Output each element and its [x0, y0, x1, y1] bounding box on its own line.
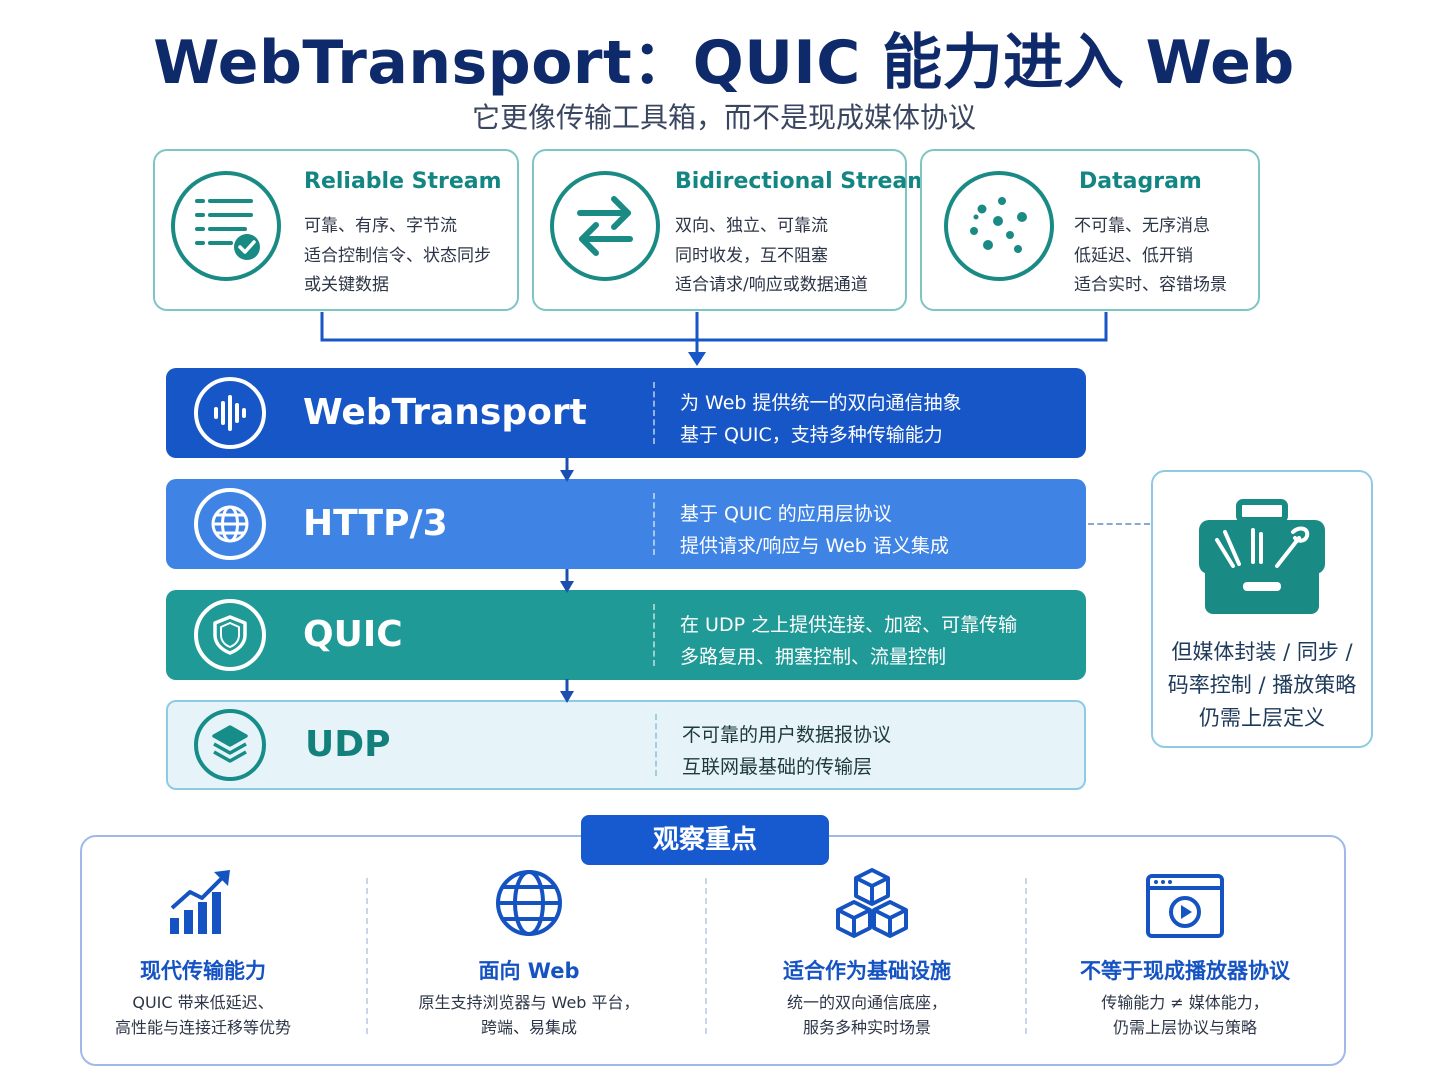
- observations-panel: [80, 835, 1346, 1066]
- layer-divider: [655, 714, 657, 776]
- mode-line: 低延迟、低开销: [1074, 246, 1193, 266]
- mode-card-bidirectional-stream: Bidirectional Stream 双向、独立、可靠流 同时收发，互不阻塞…: [532, 149, 930, 311]
- layers-icon: [194, 709, 266, 781]
- browser-play-icon: [1146, 874, 1224, 938]
- side-note-card: 但媒体封装 / 同步 / 码率控制 / 播放策略 仍需上层定义: [1151, 470, 1373, 748]
- modes-connector: [320, 312, 1108, 366]
- side-note-line: 但媒体封装 / 同步 /: [1171, 640, 1353, 664]
- globe-icon: [194, 488, 266, 560]
- side-note-line: 码率控制 / 播放策略: [1167, 673, 1357, 697]
- layer-divider: [653, 493, 655, 555]
- layer-http3: HTTP/3 基于 QUIC 的应用层协议 提供请求/响应与 Web 语义集成: [166, 479, 1086, 569]
- mode-line: 双向、独立、可靠流: [675, 216, 828, 236]
- mode-line: 适合实时、容错场景: [1074, 275, 1227, 295]
- observation-divider: [705, 878, 707, 1034]
- observation-divider: [1025, 878, 1027, 1034]
- layer-desc: 不可靠的用户数据报协议: [682, 724, 892, 746]
- observation-divider: [366, 878, 368, 1034]
- observation-title: 适合作为基础设施: [783, 959, 951, 983]
- observations-label: 观察重点: [581, 815, 829, 865]
- layer-udp: UDP 不可靠的用户数据报协议 互联网最基础的传输层: [166, 700, 1086, 790]
- observation-line: 原生支持浏览器与 Web 平台，: [418, 993, 640, 1012]
- observation-line: 传输能力 ≠ 媒体能力，: [1101, 993, 1269, 1012]
- mode-line: 同时收发，互不阻塞: [675, 246, 828, 266]
- observation-line: 服务多种实时场景: [802, 1018, 931, 1037]
- shield-icon: [194, 599, 266, 671]
- layer-name: WebTransport: [303, 392, 587, 433]
- layer-desc: 为 Web 提供统一的双向通信抽象: [680, 392, 962, 414]
- observation-title: 不等于现成播放器协议: [1080, 959, 1290, 983]
- mode-title: Bidirectional Stream: [675, 169, 931, 194]
- scatter-dots-icon: [944, 171, 1054, 281]
- observation-line: 统一的双向通信底座，: [786, 993, 947, 1012]
- globe-icon: [496, 870, 562, 936]
- observation-item: 适合作为基础设施 统一的双向通信底座， 服务多种实时场景: [740, 860, 994, 1050]
- observation-title: 现代传输能力: [140, 959, 266, 983]
- layer-desc: 互联网最基础的传输层: [682, 756, 873, 778]
- layer-desc: 多路复用、拥塞控制、流量控制: [680, 646, 947, 668]
- mode-line: 不可靠、无序消息: [1074, 216, 1210, 236]
- observation-line: 高性能与连接迁移等优势: [114, 1018, 291, 1037]
- bar-chart-trend-icon: [170, 870, 230, 934]
- layer-divider: [653, 604, 655, 666]
- layer-webtransport: WebTransport 为 Web 提供统一的双向通信抽象 基于 QUIC，支…: [166, 368, 1086, 458]
- arrow-down-icon: [560, 569, 574, 593]
- observation-item: 现代传输能力 QUIC 带来低延迟、 高性能与连接迁移等优势: [90, 860, 316, 1050]
- observation-line: 跨端、易集成: [480, 1018, 577, 1037]
- layer-desc: 提供请求/响应与 Web 语义集成: [680, 535, 949, 557]
- observation-line: QUIC 带来低延迟、: [132, 993, 274, 1012]
- layer-name: QUIC: [303, 614, 403, 655]
- toolbox-icon: [1199, 499, 1325, 614]
- list-check-icon: [171, 171, 281, 281]
- layer-name: UDP: [305, 724, 391, 765]
- arrow-down-icon: [560, 679, 574, 703]
- observation-item: 面向 Web 原生支持浏览器与 Web 平台， 跨端、易集成: [392, 860, 666, 1050]
- mode-line: 或关键数据: [304, 275, 389, 295]
- mode-line: 可靠、有序、字节流: [304, 216, 457, 236]
- page-subtitle: 它更像传输工具箱，而不是现成媒体协议: [471, 101, 976, 134]
- waveform-icon: [194, 377, 266, 449]
- swap-arrows-icon: [550, 171, 660, 281]
- observation-item: 不等于现成播放器协议 传输能力 ≠ 媒体能力， 仍需上层协议与策略: [1050, 860, 1320, 1050]
- layer-desc: 在 UDP 之上提供连接、加密、可靠传输: [680, 614, 1018, 636]
- side-note-line: 仍需上层定义: [1199, 706, 1325, 730]
- mode-line: 适合控制信令、状态同步: [304, 246, 491, 266]
- layer-desc: 基于 QUIC 的应用层协议: [680, 503, 892, 525]
- mode-card-reliable-stream: Reliable Stream 可靠、有序、字节流 适合控制信令、状态同步 或关…: [153, 149, 519, 311]
- layer-name: HTTP/3: [303, 503, 448, 544]
- mode-card-datagram: Datagram 不可靠、无序消息 低延迟、低开销 适合实时、容错场景: [920, 149, 1260, 311]
- layer-quic: QUIC 在 UDP 之上提供连接、加密、可靠传输 多路复用、拥塞控制、流量控制: [166, 590, 1086, 680]
- mode-title: Reliable Stream: [304, 169, 502, 194]
- side-connector: [1088, 523, 1150, 525]
- observation-title: 面向 Web: [478, 959, 580, 983]
- arrow-down-icon: [560, 458, 574, 482]
- observation-line: 仍需上层协议与策略: [1112, 1018, 1257, 1037]
- layer-divider: [653, 382, 655, 444]
- layer-desc: 基于 QUIC，支持多种传输能力: [680, 424, 943, 446]
- mode-line: 适合请求/响应或数据通道: [675, 275, 868, 295]
- cubes-icon: [836, 868, 908, 938]
- mode-title: Datagram: [1079, 169, 1202, 194]
- page-title: WebTransport：QUIC 能力进入 Web: [153, 28, 1295, 98]
